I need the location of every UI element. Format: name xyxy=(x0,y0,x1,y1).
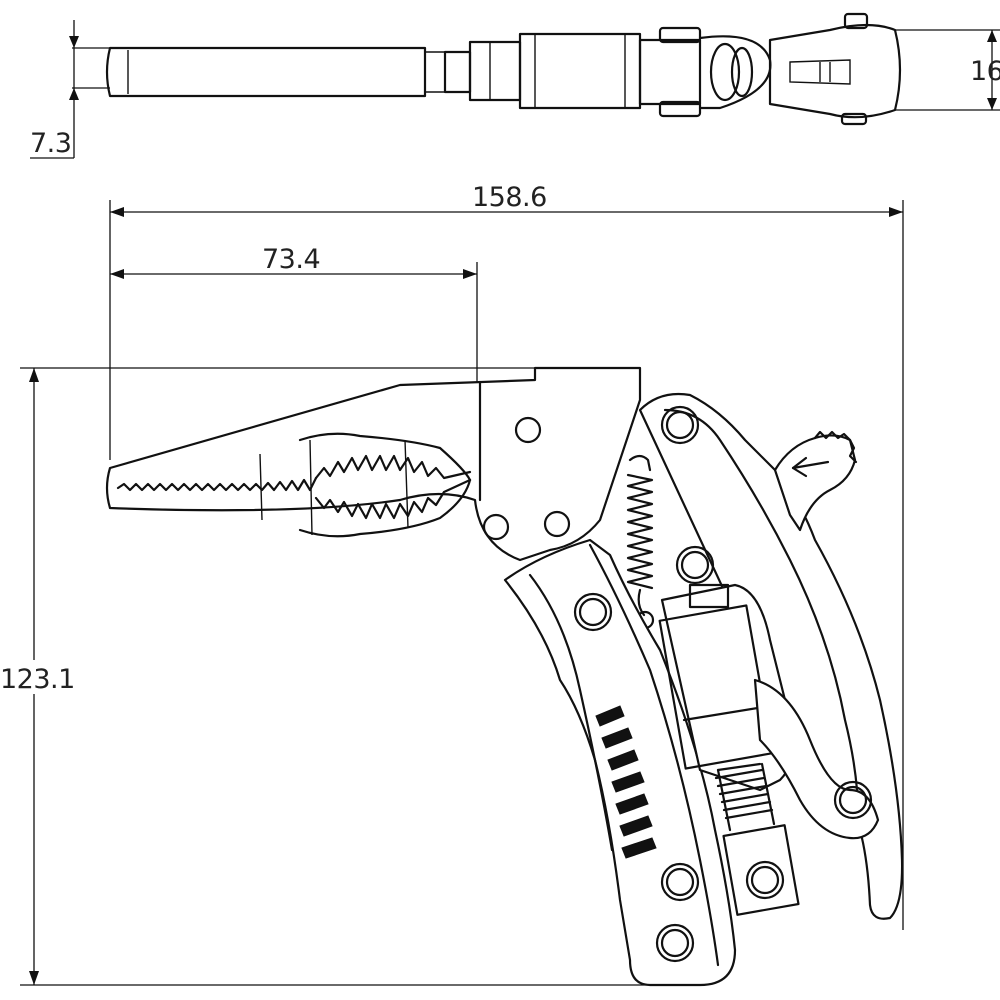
release-lever xyxy=(773,430,858,532)
overall-length-dimension: 158.6 xyxy=(109,182,904,930)
height-label: 123.1 xyxy=(0,664,75,695)
top-view xyxy=(72,12,1000,126)
connecting-link xyxy=(753,678,880,840)
width-dimension: 16 xyxy=(970,30,1000,110)
jaw-thickness-dimension: 7.3 xyxy=(30,20,79,159)
overall-length-label: 158.6 xyxy=(472,182,547,213)
grip-spring xyxy=(595,705,657,859)
jaws xyxy=(105,366,642,562)
jaw-length-label: 73.4 xyxy=(262,244,320,275)
jaw-thickness-label: 7.3 xyxy=(30,128,71,159)
rivets xyxy=(573,405,873,963)
width-label: 16 xyxy=(970,56,1000,87)
stop-block xyxy=(688,583,730,609)
side-view xyxy=(105,366,904,987)
height-dimension: 123.1 xyxy=(0,367,700,986)
